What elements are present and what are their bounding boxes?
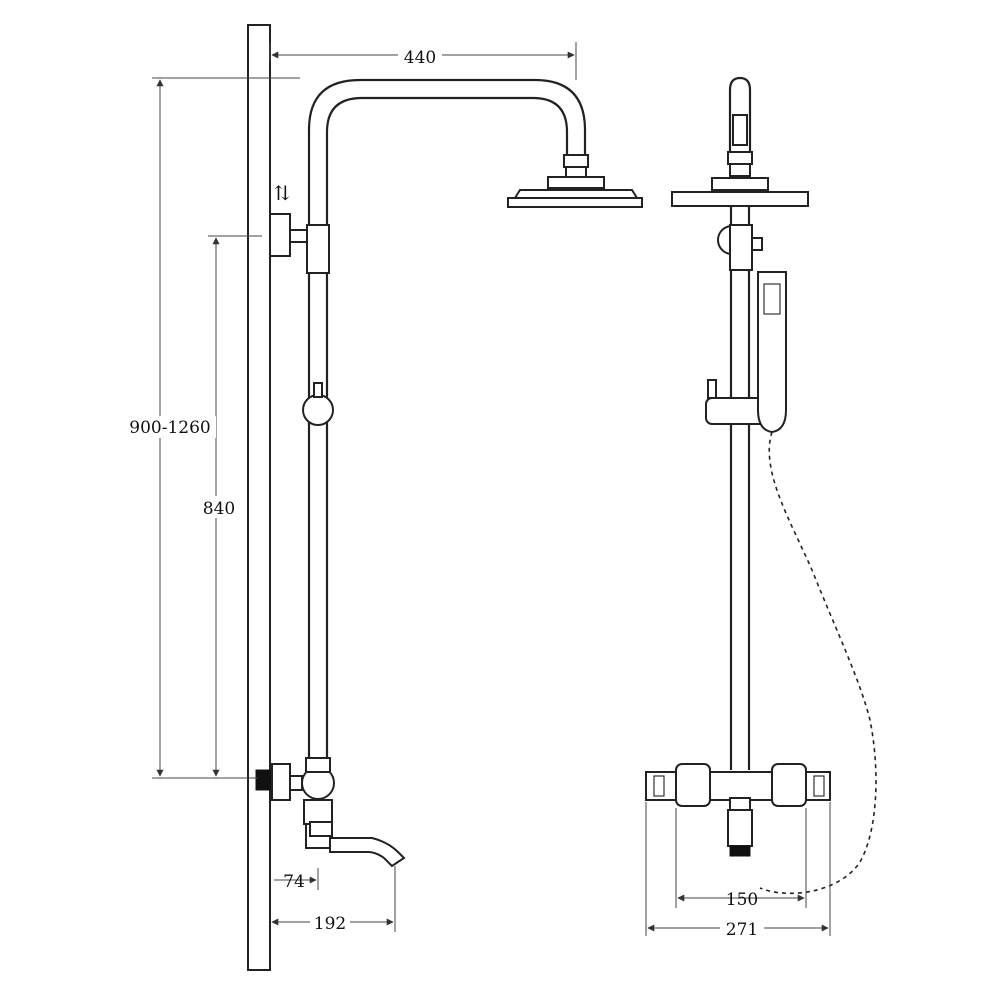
dim-900-1260-label: 900-1260 — [129, 418, 210, 438]
hand-shower-face — [763, 283, 781, 315]
adjust-arrows-icon: ⇅ — [274, 181, 291, 205]
slider-knob — [302, 394, 334, 426]
left-cap — [653, 775, 665, 797]
holder-lever — [707, 379, 717, 399]
right-handle — [771, 763, 807, 807]
front-riser — [729, 206, 751, 770]
arm-nut — [563, 154, 589, 168]
dim-150-label: 150 — [726, 890, 758, 910]
front-arm-joint — [732, 114, 748, 146]
shower-arm-inner — [325, 96, 569, 230]
front-spout-collar — [729, 797, 751, 811]
spout-collar — [303, 799, 333, 825]
shower-head-plate — [507, 197, 643, 208]
wall-bracket-top-arm — [289, 229, 309, 243]
front-arm-connector — [729, 163, 751, 177]
left-handle — [675, 763, 711, 807]
slider-lever — [313, 382, 323, 398]
mixer-stem — [289, 775, 303, 791]
side-view: ⇅ — [255, 78, 643, 868]
hand-shower — [757, 271, 787, 434]
front-bracket-screw — [751, 237, 763, 251]
shower-hose — [759, 431, 877, 895]
dim-840-label: 840 — [203, 499, 235, 519]
mixer-flange — [271, 763, 291, 801]
riser-pipe — [307, 230, 329, 760]
wall-inlet-nut — [255, 769, 273, 791]
wall-bracket-top-plate — [269, 213, 291, 257]
diverter-top-collar — [305, 757, 331, 773]
front-arm — [728, 76, 752, 160]
right-cap — [813, 775, 825, 797]
front-arm-nut — [727, 151, 753, 165]
wall-bracket-top-clamp — [306, 224, 330, 274]
dim-440-label: 440 — [404, 48, 436, 68]
bath-spout — [305, 823, 406, 868]
arm-connector — [565, 166, 587, 178]
dim-74-label: 74 — [283, 872, 305, 892]
front-shower-head — [671, 191, 809, 207]
dim-271-label: 271 — [726, 920, 758, 940]
dim-192-label: 192 — [314, 914, 346, 934]
front-bracket-clamp — [729, 224, 753, 271]
front-view — [645, 76, 877, 895]
front-spout — [727, 809, 753, 847]
front-shower-head-neck — [711, 177, 769, 191]
shower-head-neck — [547, 176, 605, 189]
spout-base — [309, 821, 333, 837]
shower-arm-outer — [307, 78, 587, 230]
wall — [247, 24, 271, 971]
front-spout-outlet — [729, 845, 751, 857]
